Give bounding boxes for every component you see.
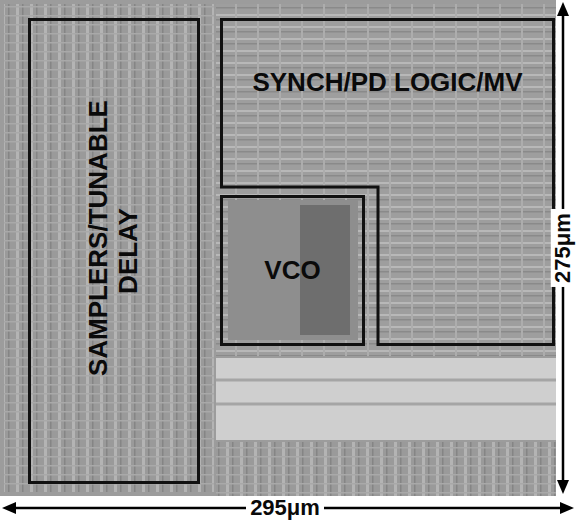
metal-bus: [216, 358, 556, 440]
region-label: SAMPLERS/TUNABLE DELAY: [84, 126, 144, 376]
arrowhead: [557, 2, 569, 16]
die-ground: [0, 0, 556, 496]
lower-traces: [216, 442, 556, 496]
region-box: VCO: [220, 195, 365, 346]
region-outline: [222, 20, 554, 345]
region-label: SYNCH/PD LOGIC/MV: [240, 68, 535, 98]
region-box: SYNCH/PD LOGIC/MV: [220, 18, 555, 346]
arrowhead: [2, 502, 16, 514]
sampler-traces: [4, 4, 214, 492]
region-box: SAMPLERS/TUNABLE DELAY: [28, 18, 200, 484]
logic-traces: [216, 4, 556, 356]
region-label: VCO: [223, 256, 362, 286]
arrowhead: [557, 480, 569, 494]
arrowhead: [560, 502, 574, 514]
dimension-label: 275μm: [551, 209, 575, 287]
dimension-label: 295μm: [246, 496, 324, 520]
bus-line: [216, 403, 556, 406]
bus-line: [216, 379, 556, 382]
